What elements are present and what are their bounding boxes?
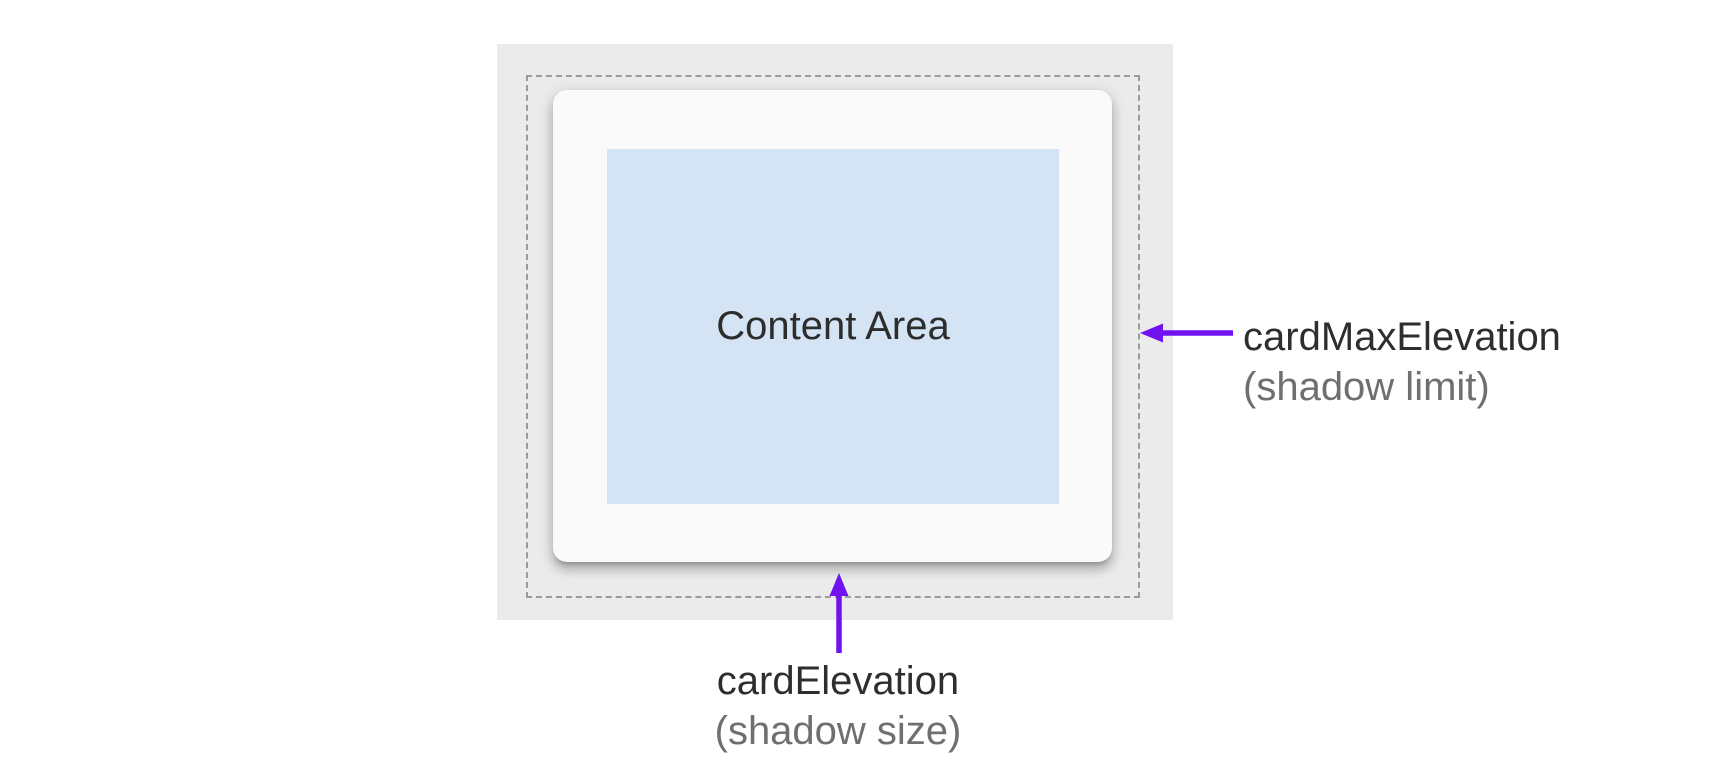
card-container: Content Area [497,44,1173,620]
elevation-subtitle: (shadow size) [714,709,962,753]
elevation-title: cardElevation [716,659,960,703]
max-elevation-title: cardMaxElevation [1243,315,1561,359]
elevation-label: cardElevation (shadow size) [715,656,962,756]
max-elevation-label: cardMaxElevation (shadow limit) [1243,312,1561,412]
content-area: Content Area [607,149,1059,504]
max-elevation-boundary [526,75,1140,598]
card: Content Area [553,90,1112,562]
content-area-label: Content Area [716,304,950,348]
max-elevation-subtitle: (shadow limit) [1243,365,1490,409]
